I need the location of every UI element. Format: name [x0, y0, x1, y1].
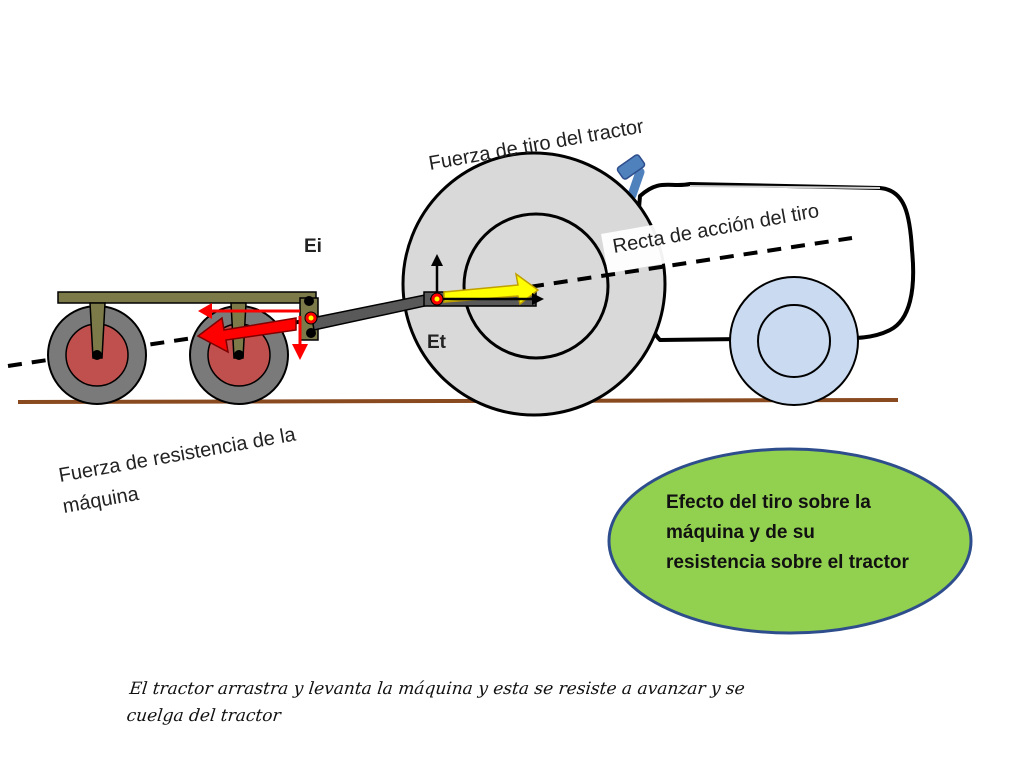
pull-force-arrow [443, 272, 540, 306]
caption-text: El tractor arrastra y levanta la máquina… [125, 679, 746, 726]
label-fuerza-resistencia-line1: Fuerza de resistencia de la [57, 423, 298, 487]
steering-lever [627, 167, 645, 200]
ground-line [17, 398, 899, 404]
tractor-front-wheel-hub [757, 304, 831, 378]
label-fuerza-resistencia-line2: máquina [61, 483, 141, 518]
pull-horizontal-arrowhead [532, 293, 544, 305]
resistance-horizontal-arrowhead [198, 303, 212, 319]
effect-ellipse [607, 447, 973, 635]
resistance-vertical-arrowhead [292, 344, 308, 360]
pivot-dot-rear [92, 350, 102, 360]
label-et: Et [427, 332, 447, 353]
trailer-bed [57, 291, 317, 304]
pivot-dot-hitch-top [304, 296, 314, 306]
steering-lever-top [616, 154, 646, 180]
pull-vertical-arrowhead [431, 254, 443, 266]
recta-label-background [601, 222, 673, 274]
resistance-force-arrow [196, 316, 297, 354]
hitch-point-trailer-inner [308, 315, 314, 321]
pivot-dot-front [234, 350, 244, 360]
trailer-leg-rear [89, 302, 106, 359]
hitch-point-tractor-inner [434, 296, 440, 302]
tractor-hood-highlight [689, 185, 881, 189]
effect-text: Efecto del tiro sobre la máquina y de su… [666, 492, 909, 573]
label-ei: Ei [304, 236, 322, 257]
pivot-dot-hitch-bottom [306, 328, 316, 338]
